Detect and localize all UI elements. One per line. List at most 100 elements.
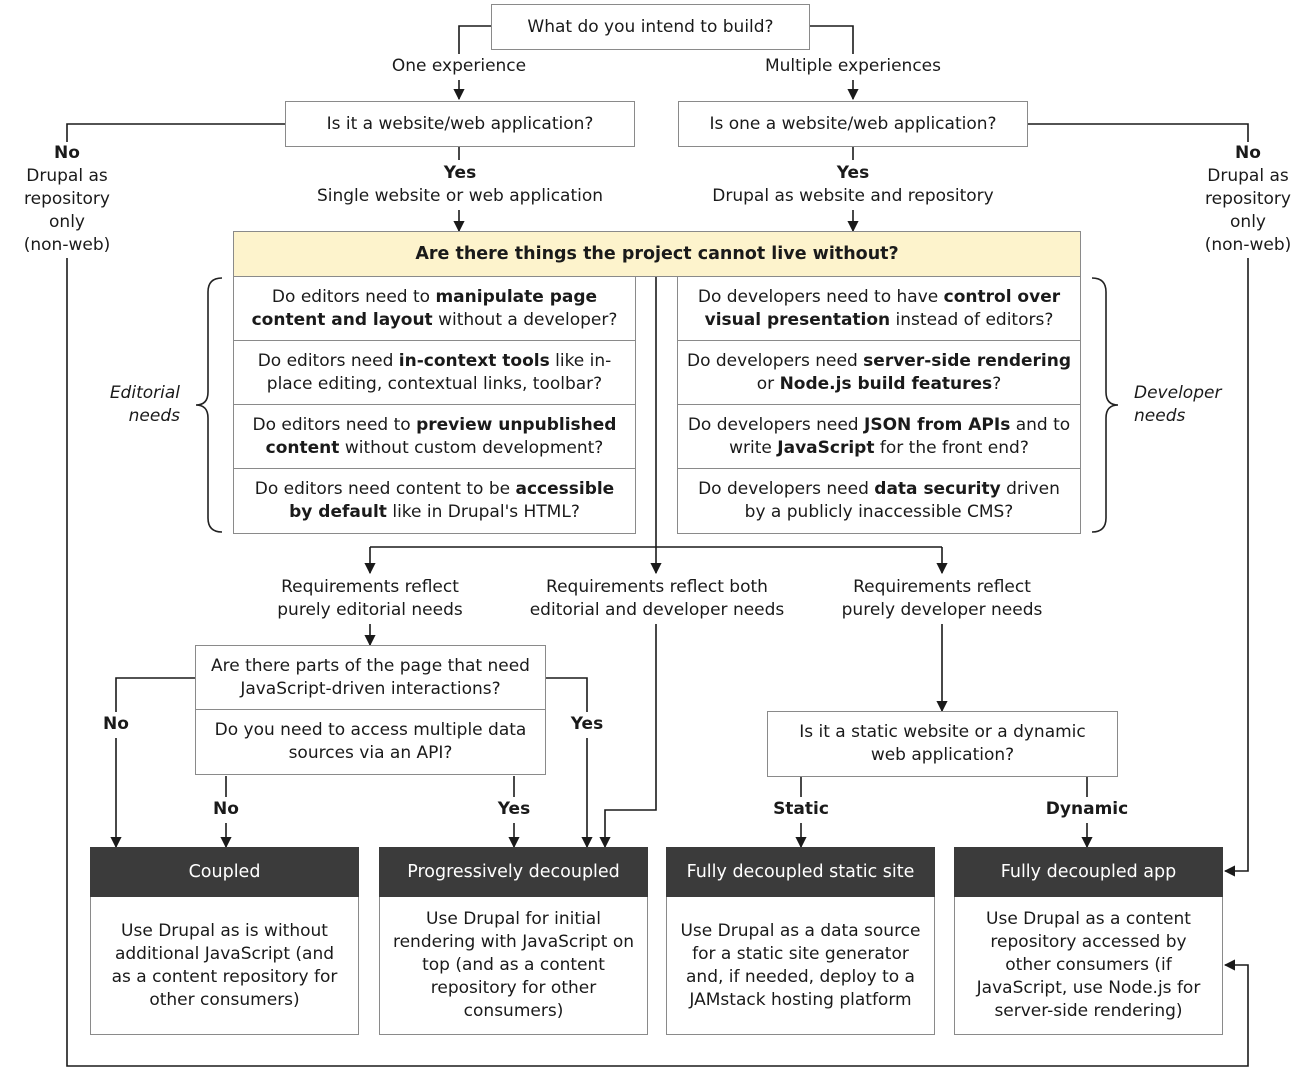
developer-q3-c: and to write bbox=[729, 415, 1071, 458]
js-interactions-text: Are there parts of the page that need Ja… bbox=[211, 656, 530, 699]
editorial-q2-c: like in-place editing, contextual links,… bbox=[266, 351, 612, 394]
developer-q4-b: data security bbox=[874, 479, 1001, 499]
website-question-one-text: Is it a website/web application? bbox=[326, 113, 594, 134]
req-developer-l2: purely developer needs bbox=[841, 600, 1043, 620]
editorial-question-2: Do editors need in-context tools like in… bbox=[233, 340, 636, 406]
outcome-coupled-text: Use Drupal as is without additional Java… bbox=[111, 920, 338, 1010]
outcome-app-title: Fully decoupled app bbox=[954, 847, 1223, 897]
developer-q3-e: for the front end? bbox=[874, 438, 1029, 458]
brace-editorial bbox=[195, 277, 223, 533]
developer-q2-b: server-side rendering bbox=[863, 351, 1072, 371]
yes-multi-answer: Yes bbox=[836, 163, 870, 183]
answer-static: Static bbox=[766, 798, 836, 821]
branch-multiple-experiences: Multiple experiences bbox=[753, 55, 953, 78]
arrow-both-to-progressive bbox=[599, 624, 657, 849]
website-question-multi-text: Is one a website/web application? bbox=[709, 113, 997, 134]
editorial-q1-a: Do editors need to bbox=[271, 287, 436, 307]
outcome-app-body: Use Drupal as a content repository acces… bbox=[954, 897, 1223, 1035]
answer-js-no: No bbox=[96, 713, 136, 736]
req-both-label: Requirements reflect both editorial and … bbox=[516, 576, 798, 622]
right-no-label: No Drupal as repository only (non-web) bbox=[1188, 142, 1308, 257]
right-no-line3: only bbox=[1230, 212, 1266, 232]
line-right-no bbox=[1028, 123, 1249, 142]
editorial-question-4: Do editors need content to be accessible… bbox=[233, 468, 636, 534]
outcome-static-title: Fully decoupled static site bbox=[666, 847, 935, 897]
static-dynamic-text: Is it a static website or a dynamic web … bbox=[799, 722, 1086, 765]
line-js-no bbox=[115, 677, 195, 712]
line-root-right bbox=[809, 25, 854, 54]
req-editorial-l1: Requirements reflect bbox=[281, 577, 459, 597]
right-no-line2: repository bbox=[1205, 189, 1291, 209]
editorial-q4-b: accessible by default bbox=[289, 479, 615, 522]
root-question-box: What do you intend to build? bbox=[491, 4, 810, 50]
editorial-q2-b: in-context tools bbox=[398, 351, 550, 371]
outcome-coupled-body: Use Drupal as is without additional Java… bbox=[90, 897, 359, 1035]
static-dynamic-question: Is it a static website or a dynamic web … bbox=[767, 711, 1118, 777]
editorial-q4-c: like in Drupal's HTML? bbox=[386, 502, 580, 522]
editorial-needs-label-2: needs bbox=[128, 406, 180, 426]
developer-question-3: Do developers need JSON from APIs and to… bbox=[677, 404, 1081, 470]
branch-one-experience: One experience bbox=[379, 55, 539, 78]
developer-q2-a: Do developers need bbox=[686, 351, 864, 371]
developer-needs-label-2: needs bbox=[1134, 406, 1186, 426]
developer-q4-a: Do developers need bbox=[698, 479, 875, 499]
developer-q3-a: Do developers need bbox=[687, 415, 864, 435]
editorial-q1-b: manipulate page content and layout bbox=[251, 287, 598, 330]
developer-q4-c: driven by a publicly inaccessible CMS? bbox=[744, 479, 1060, 522]
req-developer-label: Requirements reflect purely developer ne… bbox=[827, 576, 1057, 622]
api-sources-text: Do you need to access multiple data sour… bbox=[214, 720, 527, 763]
website-question-one: Is it a website/web application? bbox=[285, 101, 635, 147]
yes-one-text: Single website or web application bbox=[316, 186, 604, 206]
outcome-coupled-title: Coupled bbox=[90, 847, 359, 897]
editorial-q3-b: preview unpublished content bbox=[265, 415, 617, 458]
developer-question-1: Do developers need to have control over … bbox=[677, 276, 1081, 342]
line-right-repository bbox=[1223, 258, 1249, 877]
req-both-l2: editorial and developer needs bbox=[529, 600, 785, 620]
must-have-title: Are there things the project cannot live… bbox=[415, 244, 899, 264]
outcome-progressive-body: Use Drupal for initial rendering with Ja… bbox=[379, 897, 648, 1035]
editorial-question-3: Do editors need to preview unpublished c… bbox=[233, 404, 636, 470]
editorial-needs-label-1: Editorial bbox=[109, 383, 180, 403]
developer-q2-e: ? bbox=[992, 374, 1002, 394]
root-question-text: What do you intend to build? bbox=[527, 16, 774, 37]
yes-one-label: Yes Single website or web application bbox=[300, 162, 620, 208]
req-editorial-label: Requirements reflect purely editorial ne… bbox=[255, 576, 485, 622]
line-left-no bbox=[66, 123, 285, 142]
brace-developer bbox=[1091, 277, 1119, 533]
left-no-label: No Drupal as repository only (non-web) bbox=[7, 142, 127, 257]
website-question-multi: Is one a website/web application? bbox=[678, 101, 1028, 147]
yes-multi-text: Drupal as website and repository bbox=[712, 186, 994, 206]
left-no-line1: Drupal as bbox=[26, 166, 108, 186]
developer-q1-a: Do developers need to have bbox=[697, 287, 944, 307]
answer-js-yes: Yes bbox=[565, 713, 609, 736]
developer-needs-label-1: Developer bbox=[1134, 383, 1222, 403]
req-developer-l1: Requirements reflect bbox=[853, 577, 1031, 597]
editorial-needs-label: Editorial needs bbox=[90, 382, 180, 428]
line-js-yes bbox=[545, 677, 588, 712]
outcome-progressive-text: Use Drupal for initial rendering with Ja… bbox=[392, 909, 635, 1021]
answer-api-yes: Yes bbox=[492, 798, 536, 821]
line-root-left bbox=[458, 25, 491, 54]
right-no-line4: (non-web) bbox=[1204, 235, 1292, 255]
developer-q3-d: JavaScript bbox=[777, 438, 875, 458]
req-both-l1: Requirements reflect both bbox=[546, 577, 768, 597]
editorial-q1-c: without a developer? bbox=[432, 310, 618, 330]
must-have-header: Are there things the project cannot live… bbox=[233, 231, 1081, 277]
editorial-q3-c: without custom development? bbox=[339, 438, 604, 458]
developer-q1-c: instead of editors? bbox=[890, 310, 1054, 330]
left-no-answer: No bbox=[54, 143, 80, 163]
js-interactions-question: Are there parts of the page that need Ja… bbox=[195, 645, 546, 711]
editorial-q2-a: Do editors need bbox=[257, 351, 399, 371]
developer-question-4: Do developers need data security driven … bbox=[677, 468, 1081, 534]
yes-one-answer: Yes bbox=[443, 163, 477, 183]
developer-q2-c: or bbox=[756, 374, 780, 394]
developer-q3-b: JSON from APIs bbox=[864, 415, 1011, 435]
left-no-line2: repository bbox=[24, 189, 110, 209]
answer-dynamic: Dynamic bbox=[1042, 798, 1132, 821]
outcome-static-body: Use Drupal as a data source for a static… bbox=[666, 897, 935, 1035]
left-no-line4: (non-web) bbox=[23, 235, 111, 255]
right-no-line1: Drupal as bbox=[1207, 166, 1289, 186]
outcome-static-text: Use Drupal as a data source for a static… bbox=[680, 920, 921, 1010]
outcome-progressive-title: Progressively decoupled bbox=[379, 847, 648, 897]
